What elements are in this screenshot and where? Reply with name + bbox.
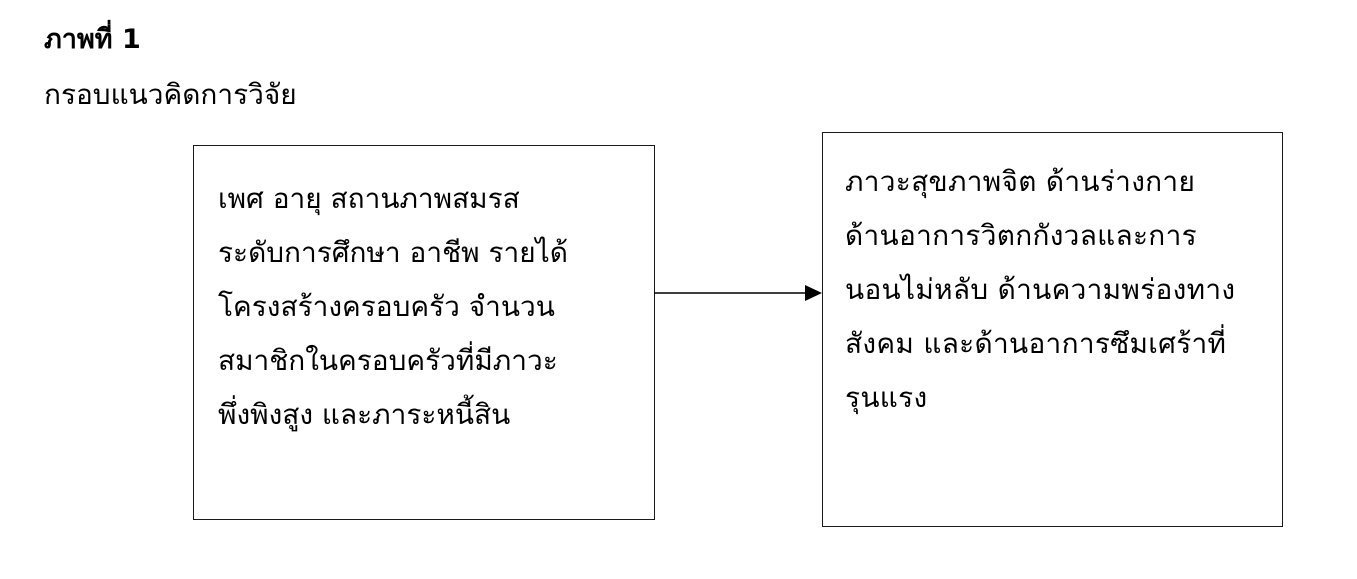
- independent-variable-line: สมาชิกในครอบครัวที่มีภาวะ: [218, 344, 558, 377]
- independent-variable-line: ระดับการศึกษา อาชีพ รายได้: [218, 236, 568, 269]
- dependent-variable-line: นอนไม่หลับ ด้านความพร่องทาง: [845, 273, 1236, 306]
- independent-variable-line: โครงสร้างครอบครัว จำนวน: [218, 290, 555, 323]
- independent-variables-box: เพศ อายุ สถานภาพสมรส ระดับการศึกษา อาชีพ…: [193, 145, 655, 520]
- dependent-variable-line: รุนแรง: [845, 381, 928, 414]
- figure-label: ภาพที่ 1: [44, 24, 141, 55]
- dependent-variable-line: ด้านอาการวิตกกังวลและการ: [845, 219, 1197, 252]
- figure-caption: กรอบแนวคิดการวิจัย: [44, 78, 297, 111]
- independent-variable-line: พึ่งพิงสูง และภาระหนี้สิน: [218, 398, 511, 431]
- dependent-variables-box: ภาวะสุขภาพจิต ด้านร่างกาย ด้านอาการวิตกก…: [822, 132, 1283, 527]
- independent-variable-line: เพศ อายุ สถานภาพสมรส: [218, 182, 520, 215]
- dependent-variable-line: สังคม และด้านอาการซึมเศร้าที่: [845, 327, 1227, 360]
- dependent-variable-line: ภาวะสุขภาพจิต ด้านร่างกาย: [845, 165, 1196, 198]
- arrow-right-icon: [654, 285, 822, 301]
